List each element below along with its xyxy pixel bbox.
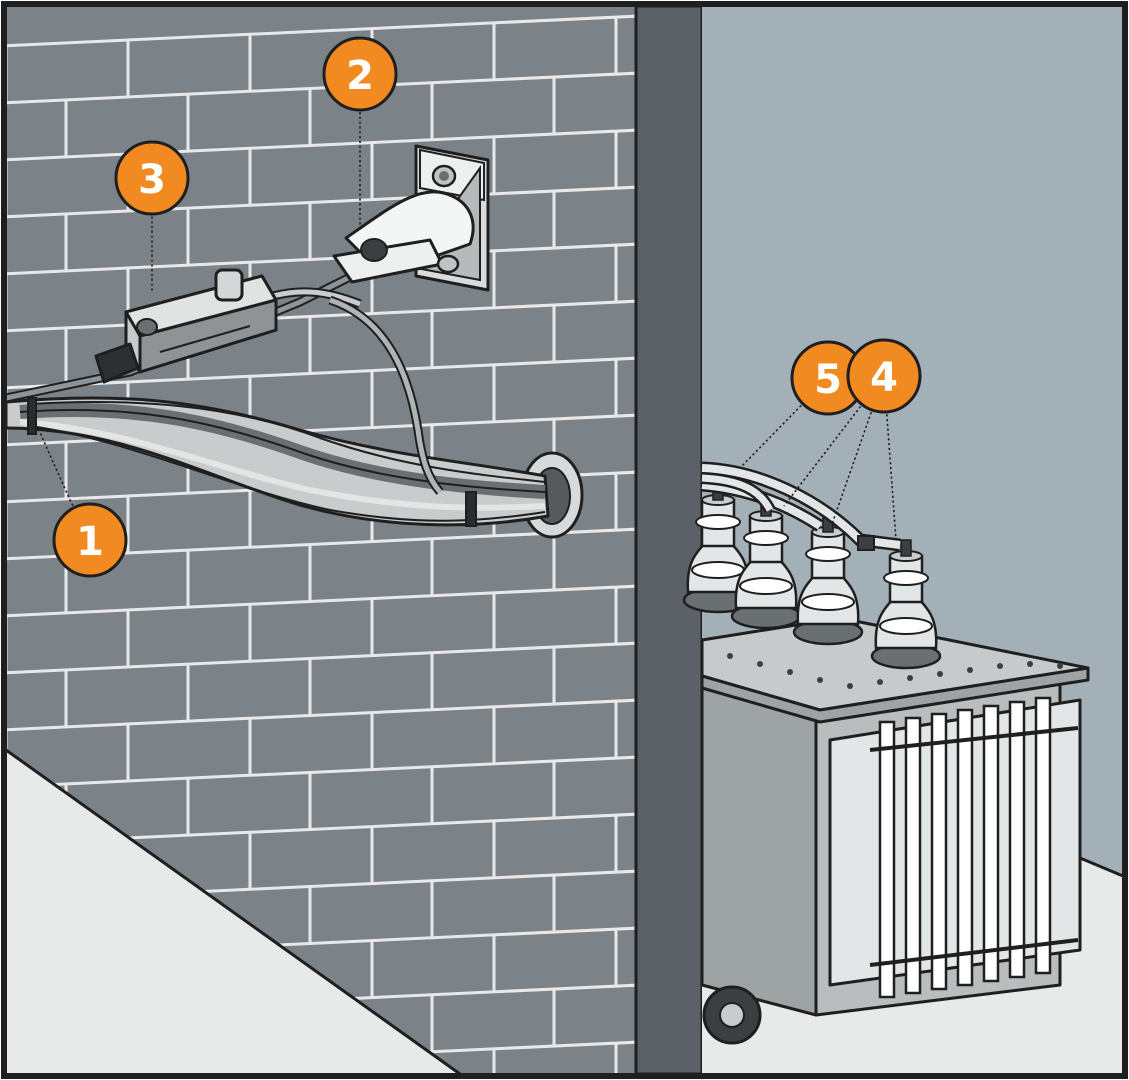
callout-1: 1 [52,502,128,578]
brick-mortar-lines [6,14,636,1074]
callout-4: 4 [846,338,922,414]
callout-2-label: 2 [346,53,374,99]
bushing [792,515,864,646]
tension-clamp [94,268,278,384]
bushing [730,499,802,630]
wall-floor-edge [5,748,461,1076]
transformer [700,616,1090,1045]
cable-bundle [4,396,550,527]
wall-corner-pillar [634,4,704,1076]
callout-5-label: 5 [814,357,842,403]
callout-3: 3 [114,140,190,216]
callout-1-label: 1 [76,519,104,565]
transformer-cables [701,461,901,552]
wall-bracket [332,144,490,292]
callout-3-label: 3 [138,157,166,203]
callout-2: 2 [322,36,398,112]
transformer-bushings [682,483,942,670]
bushing [870,539,942,670]
callout-4-label: 4 [870,355,898,401]
